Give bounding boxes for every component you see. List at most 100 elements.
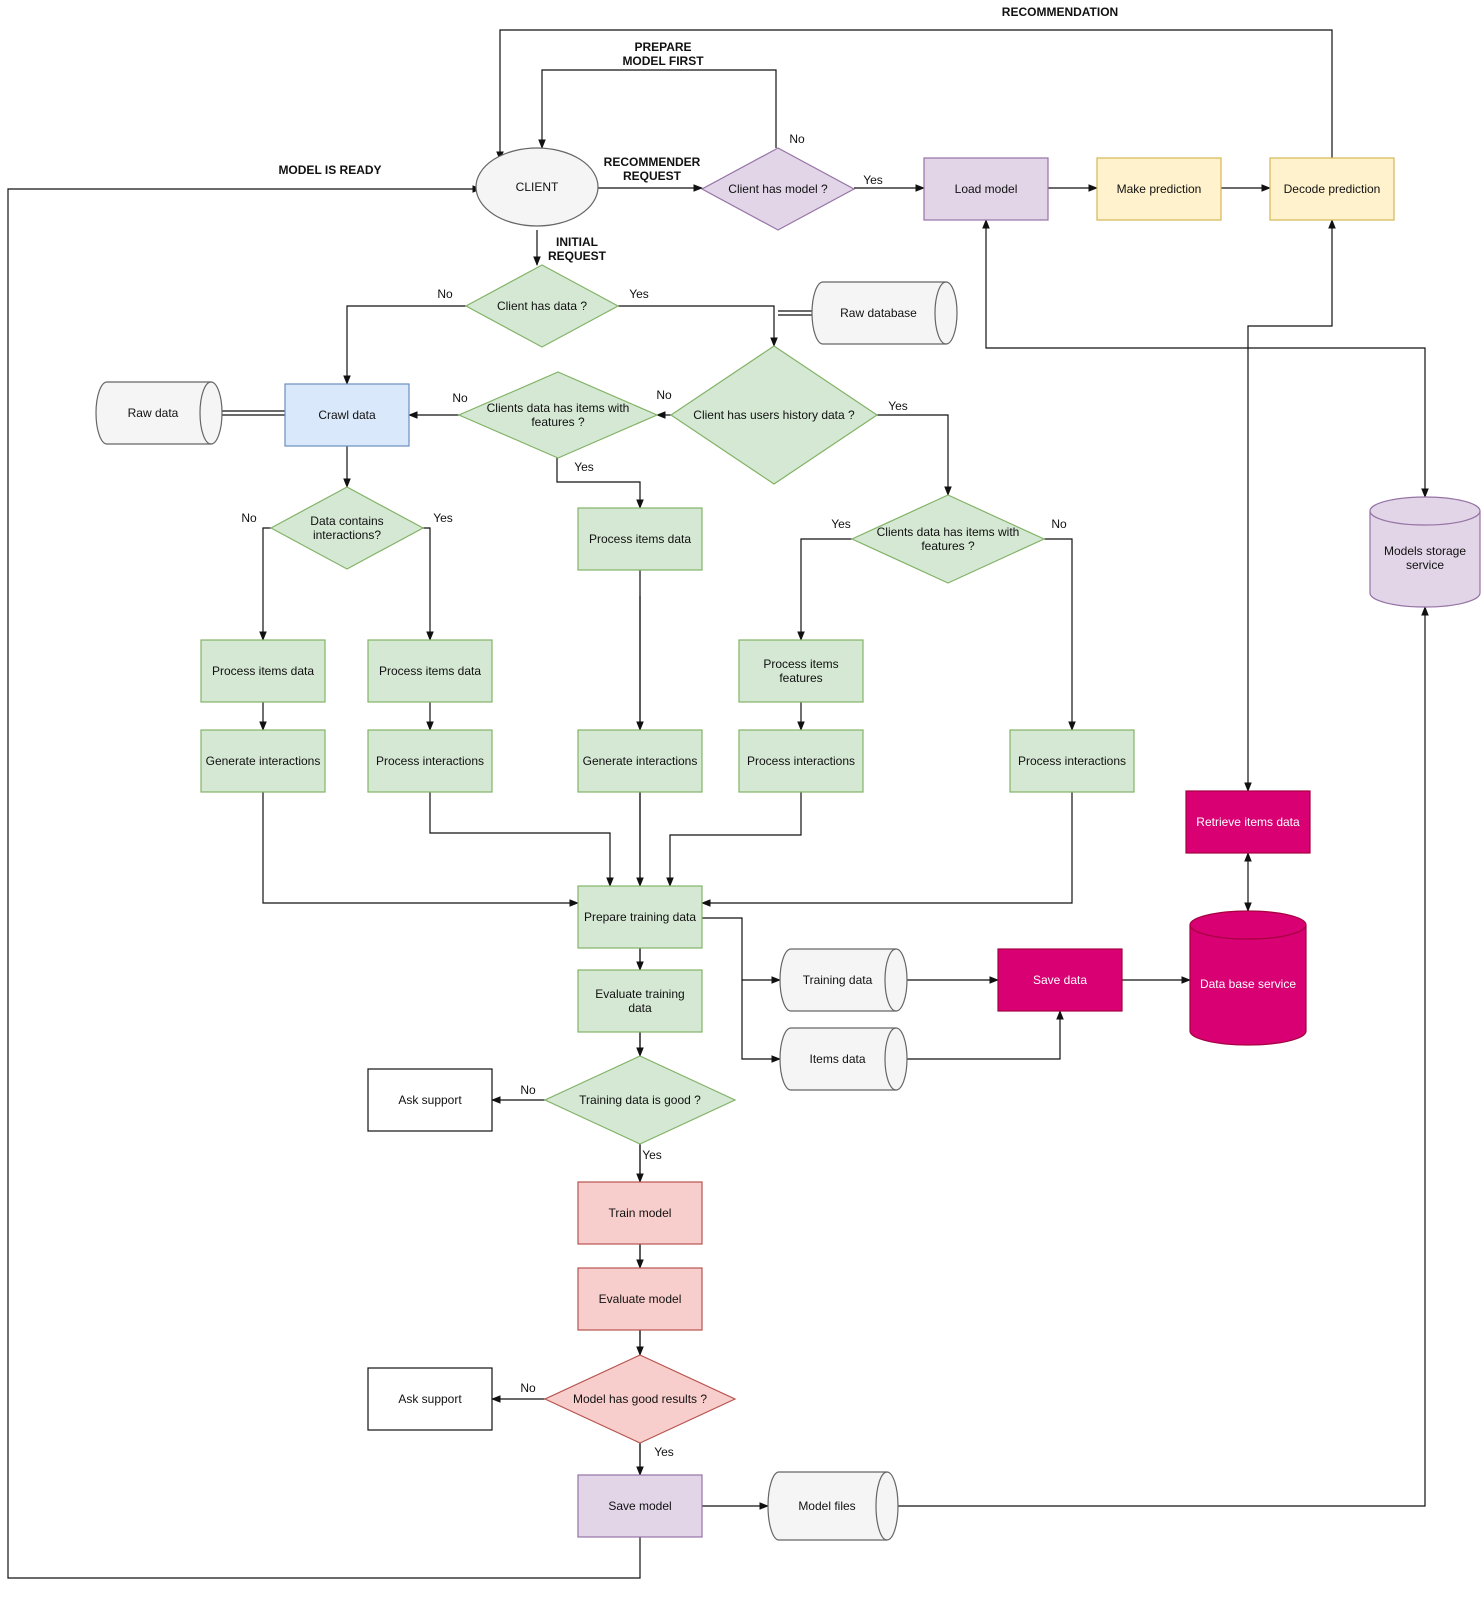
node-crawl-data: Crawl data [284,383,410,447]
process-box [1096,157,1222,221]
node-data-base-service: Data base service [1189,910,1307,1046]
edge-label-no-training-good: No [520,1083,536,1097]
node-process-interactions-b: Process interactions [367,729,493,793]
process-box [1269,157,1395,221]
process-box [367,639,493,703]
cylinder-rim [884,1027,897,1091]
process-box [284,383,410,447]
node-client-users-history: Client has users history data ? [669,345,879,485]
edge-label-no-has-data: No [437,287,453,301]
connector-arrow [907,1010,1064,1060]
database-cylinder [1369,496,1481,608]
connector-arrow [1044,538,1076,731]
connector-arrow [343,305,466,385]
node-label: Clients data has items with [487,401,630,415]
edge-label-recommendation: RECOMMENDATION [1002,5,1118,19]
cylinder-rim [199,381,212,445]
node-label: Process items data [589,532,691,546]
process-box [200,639,326,703]
process-box [1009,729,1135,793]
edge-label-yes-history: Yes [888,399,908,413]
connector-arrow [496,29,1333,161]
node-train-model: Train model [577,1181,703,1245]
node-label: Process items data [379,664,481,678]
process-box [923,157,1049,221]
process-box [997,948,1123,1012]
cylinder-rim [884,948,897,1012]
node-label: Process items [763,657,838,671]
node-label: Raw data [128,406,179,420]
edge-label-yes-has-data: Yes [629,287,649,301]
node-process-items-data-b: Process items data [367,639,493,703]
node-label: features [779,671,822,685]
node-label: Generate interactions [583,754,698,768]
edge-label-yes-interactions: Yes [433,511,453,525]
edge-label-recommender-request: RECOMMENDER [604,155,701,169]
node-ask-support-2: Ask support [367,1367,493,1431]
process-box [367,1068,493,1132]
node-label: Model has good results ? [573,1392,707,1406]
connector-arrow [538,69,777,149]
node-label: Decode prediction [1284,182,1381,196]
connector-arrow [877,414,952,496]
process-box [367,1367,493,1431]
edge-label-initial-request: INITIAL [556,235,598,249]
edge-label-no-has-model: No [789,132,805,146]
node-client: CLIENT [475,147,599,227]
edge-label-no-history: No [656,388,672,402]
decision-diamond [700,147,856,231]
node-model-good-results: Model has good results ? [543,1354,737,1444]
edge-label-yes-features-2: Yes [831,517,851,531]
node-label: Client has data ? [497,299,587,313]
node-label: Training data is good ? [579,1093,701,1107]
node-make-prediction: Make prediction [1096,157,1222,221]
node-label: Process interactions [376,754,484,768]
node-client-has-model: Client has model ? [700,147,856,231]
edge-label-prepare-model-first: MODEL FIRST [622,54,704,68]
node-label: Client has users history data ? [693,408,855,422]
node-client-has-data: Client has data ? [464,264,620,348]
node-label: Process interactions [747,754,855,768]
node-label: CLIENT [516,180,559,194]
connector-arrow [556,458,644,509]
edge-label-no-features-1: No [452,391,468,405]
node-label: Ask support [398,1392,462,1406]
node-label: features ? [531,415,585,429]
decision-diamond [269,486,425,570]
cylinder-rim [934,281,947,345]
node-label: Crawl data [318,408,376,422]
node-process-items-data-a: Process items data [200,639,326,703]
node-label: Process items data [212,664,314,678]
node-label: Train model [609,1206,672,1220]
connector-arrow [701,792,1073,907]
connector-double-arrow [982,219,1429,498]
edge-label-recommender-request: REQUEST [623,169,682,183]
edge-label-no-interactions: No [241,511,257,525]
cylinder-rim [875,1471,888,1541]
connector-arrow [898,606,1429,1507]
flowchart-nodes: CLIENT Client has model ? Load model Make p… [95,147,1481,1541]
node-process-items-data-mid: Process items data [577,507,703,571]
edge-label-yes-model-good: Yes [654,1445,674,1459]
decision-diamond [543,1055,737,1145]
node-load-model: Load model [923,157,1049,221]
edge-label-yes-features-1: Yes [574,460,594,474]
process-box [577,969,703,1033]
process-box [200,729,326,793]
node-save-model: Save model [577,1474,703,1538]
node-label: Raw database [840,306,917,320]
node-model-files: Model files [767,1471,899,1541]
node-label: Data contains [310,514,383,528]
process-box [577,507,703,571]
process-box [577,1267,703,1331]
connector-arrow [666,792,802,887]
decision-diamond [543,1354,737,1444]
process-box [577,1474,703,1538]
connector-double-arrow [1244,219,1336,792]
connectors [7,29,1429,1579]
